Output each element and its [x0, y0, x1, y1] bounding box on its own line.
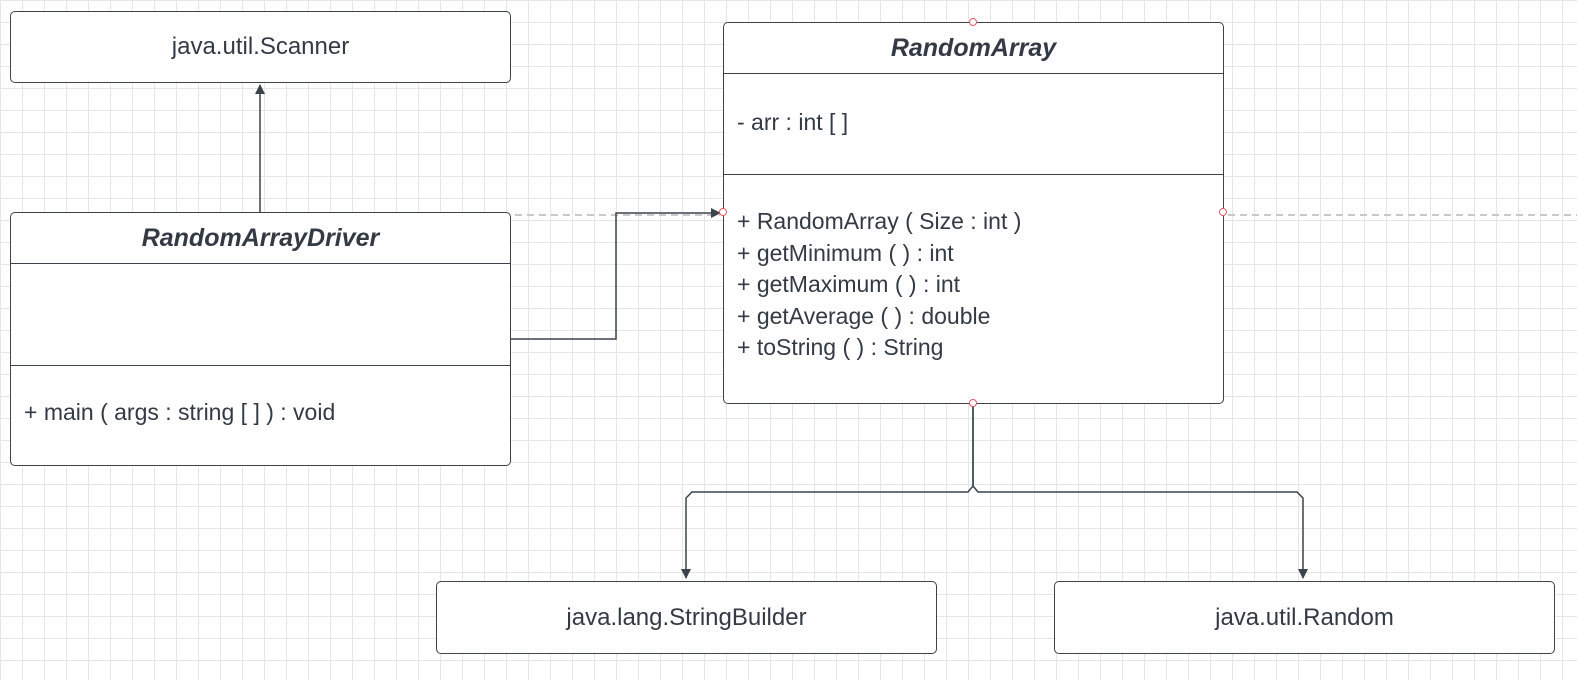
connection-handle-top[interactable] — [969, 18, 977, 26]
driver-to-randomarray-arrow[interactable] — [511, 208, 721, 340]
randomarray-methods-section: + RandomArray ( Size : int ) + getMinimu… — [724, 174, 1223, 364]
randomarray-to-stringbuilder-arrow[interactable] — [681, 403, 974, 579]
scanner-class-label: java.util.Scanner — [171, 33, 350, 60]
driver-methods-section: + main ( args : string [ ] ) : void — [11, 365, 510, 429]
randomarray-method-getmaximum: + getMaximum ( ) : int — [737, 271, 961, 297]
random-class-label: java.util.Random — [1215, 603, 1394, 631]
connection-handle-right[interactable] — [1219, 208, 1227, 216]
randomarray-method-tostring: + toString ( ) : String — [737, 334, 944, 360]
randomarray-method-getaverage: + getAverage ( ) : double — [737, 302, 991, 329]
driver-method-main: + main ( args : string [ ] ) : void — [24, 399, 336, 425]
scanner-class-box[interactable]: java.util.Scanner — [10, 11, 511, 83]
connection-handle-bottom[interactable] — [969, 399, 977, 407]
randomarray-attributes-section: - arr : int [ ] — [724, 73, 1223, 174]
randomarray-to-random-arrow[interactable] — [972, 403, 1308, 579]
randomarray-attribute-arr: - arr : int [ ] — [737, 109, 849, 135]
randomarray-method-constructor: + RandomArray ( Size : int ) — [737, 208, 1022, 234]
stringbuilder-class-box[interactable]: java.lang.StringBuilder — [436, 581, 937, 654]
randomarray-class-name: RandomArray — [890, 33, 1057, 62]
randomarray-class-box[interactable]: RandomArray - arr : int [ ] + RandomArra… — [723, 22, 1224, 404]
driver-attributes-section — [11, 263, 510, 365]
stringbuilder-class-label: java.lang.StringBuilder — [566, 603, 807, 631]
driver-class-name: RandomArrayDriver — [141, 223, 380, 252]
connection-handle-left[interactable] — [719, 208, 727, 216]
driver-class-box[interactable]: RandomArrayDriver + main ( args : string… — [10, 212, 511, 466]
randomarray-method-getminimum: + getMinimum ( ) : int — [737, 239, 954, 266]
random-class-box[interactable]: java.util.Random — [1054, 581, 1555, 654]
